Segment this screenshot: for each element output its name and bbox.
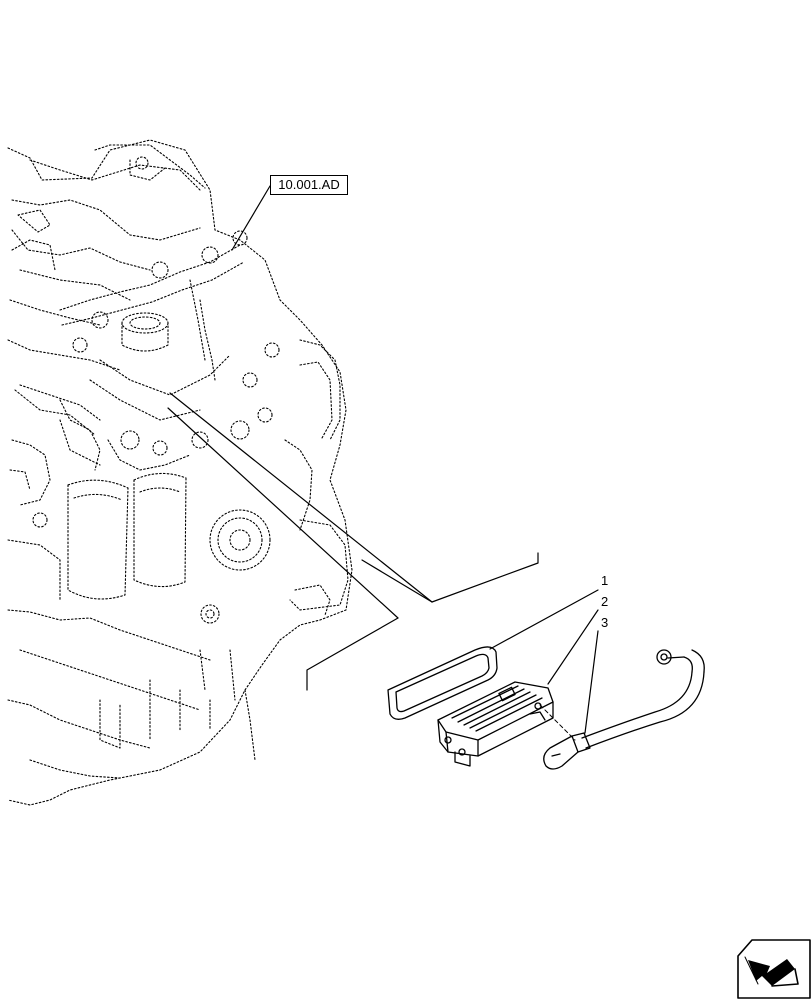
callout-1: 1 bbox=[601, 573, 609, 588]
ecu-part bbox=[437, 681, 554, 767]
leader-lines bbox=[167, 185, 599, 734]
callout-2: 2 bbox=[601, 594, 609, 609]
engine-phantom bbox=[7, 139, 353, 806]
next-page-arrow-icon[interactable] bbox=[737, 939, 811, 999]
callout-3: 3 bbox=[601, 615, 609, 630]
gasket-part bbox=[387, 646, 498, 720]
ground-cable-part bbox=[543, 649, 705, 770]
reference-label-10-001-ad[interactable]: 10.001.AD bbox=[270, 175, 348, 195]
hidden-line bbox=[539, 704, 576, 741]
